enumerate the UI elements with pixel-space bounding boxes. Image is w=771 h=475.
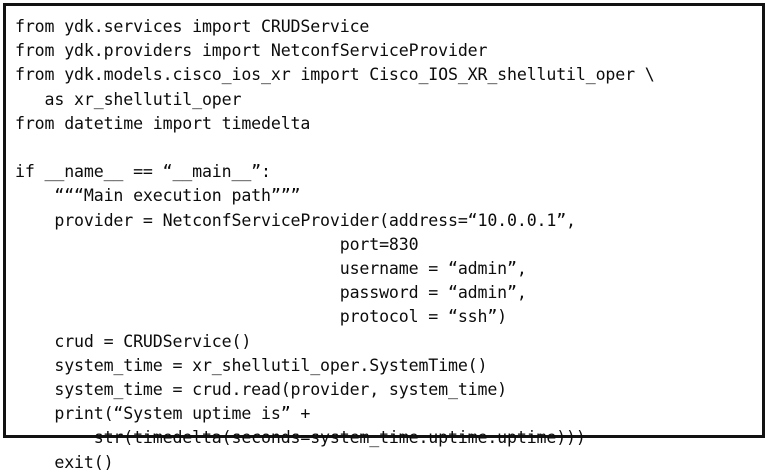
code-line: str(timedelta(seconds=system_time.uptime… [15, 428, 586, 448]
code-line [15, 136, 762, 160]
code-line: crud = CRUDService() [15, 331, 252, 351]
code-line: system_time = crud.read(provider, system… [15, 380, 508, 400]
code-listing-figure: from ydk.services import CRUDService from… [3, 3, 765, 472]
code-line: print(“System uptime is” + [15, 404, 311, 424]
python-code-block: from ydk.services import CRUDService from… [6, 6, 762, 475]
code-line: exit() [15, 452, 114, 472]
code-line: from ydk.providers import NetconfService… [15, 41, 488, 61]
code-line: username = “admin”, [15, 259, 527, 279]
code-line: protocol = “ssh”) [15, 307, 508, 327]
code-line: as xr_shellutil_oper [15, 89, 242, 109]
code-line: if __name__ == “__main__”: [15, 162, 271, 182]
code-line: password = “admin”, [15, 283, 527, 303]
code-line: from datetime import timedelta [15, 113, 311, 133]
code-line: from ydk.services import CRUDService [15, 17, 370, 36]
code-line: port=830 [15, 234, 419, 254]
code-line: “““Main execution path””” [15, 186, 301, 206]
code-line: system_time = xr_shellutil_oper.SystemTi… [15, 355, 488, 375]
code-line: provider = NetconfServiceProvider(addres… [15, 210, 576, 230]
code-line: from ydk.models.cisco_ios_xr import Cisc… [15, 65, 655, 85]
